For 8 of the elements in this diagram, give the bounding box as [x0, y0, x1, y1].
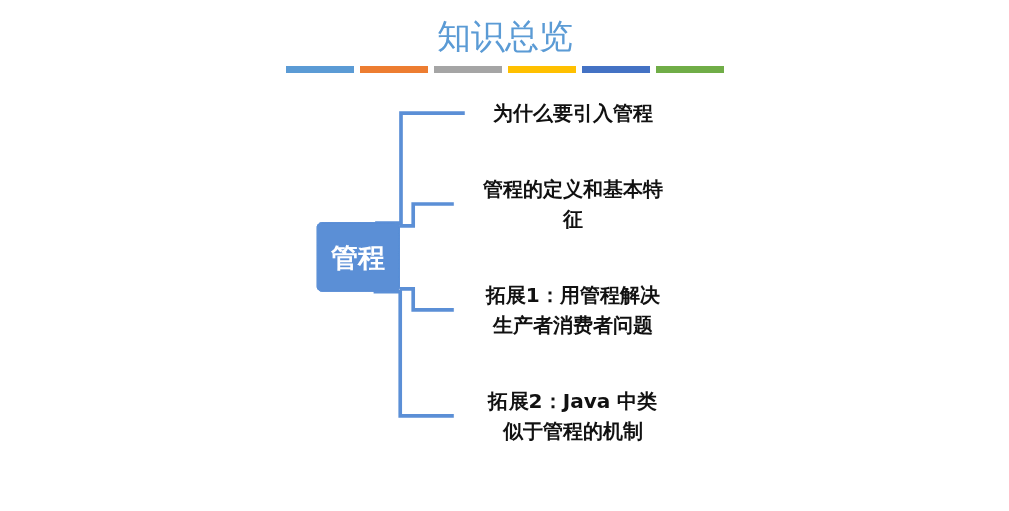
node-text: 为什么要引入管程	[492, 101, 654, 125]
node-text: 拓展1：用管程解决生产者消费者问题	[485, 283, 661, 337]
connector	[373, 289, 455, 418]
title: 知识总览	[435, 15, 574, 58]
node-text: 拓展2：Java 中类似于管程的机制	[488, 389, 658, 443]
node-text: 管程的定义和基本特征	[482, 177, 664, 231]
connector	[399, 287, 455, 312]
connector	[399, 202, 455, 228]
